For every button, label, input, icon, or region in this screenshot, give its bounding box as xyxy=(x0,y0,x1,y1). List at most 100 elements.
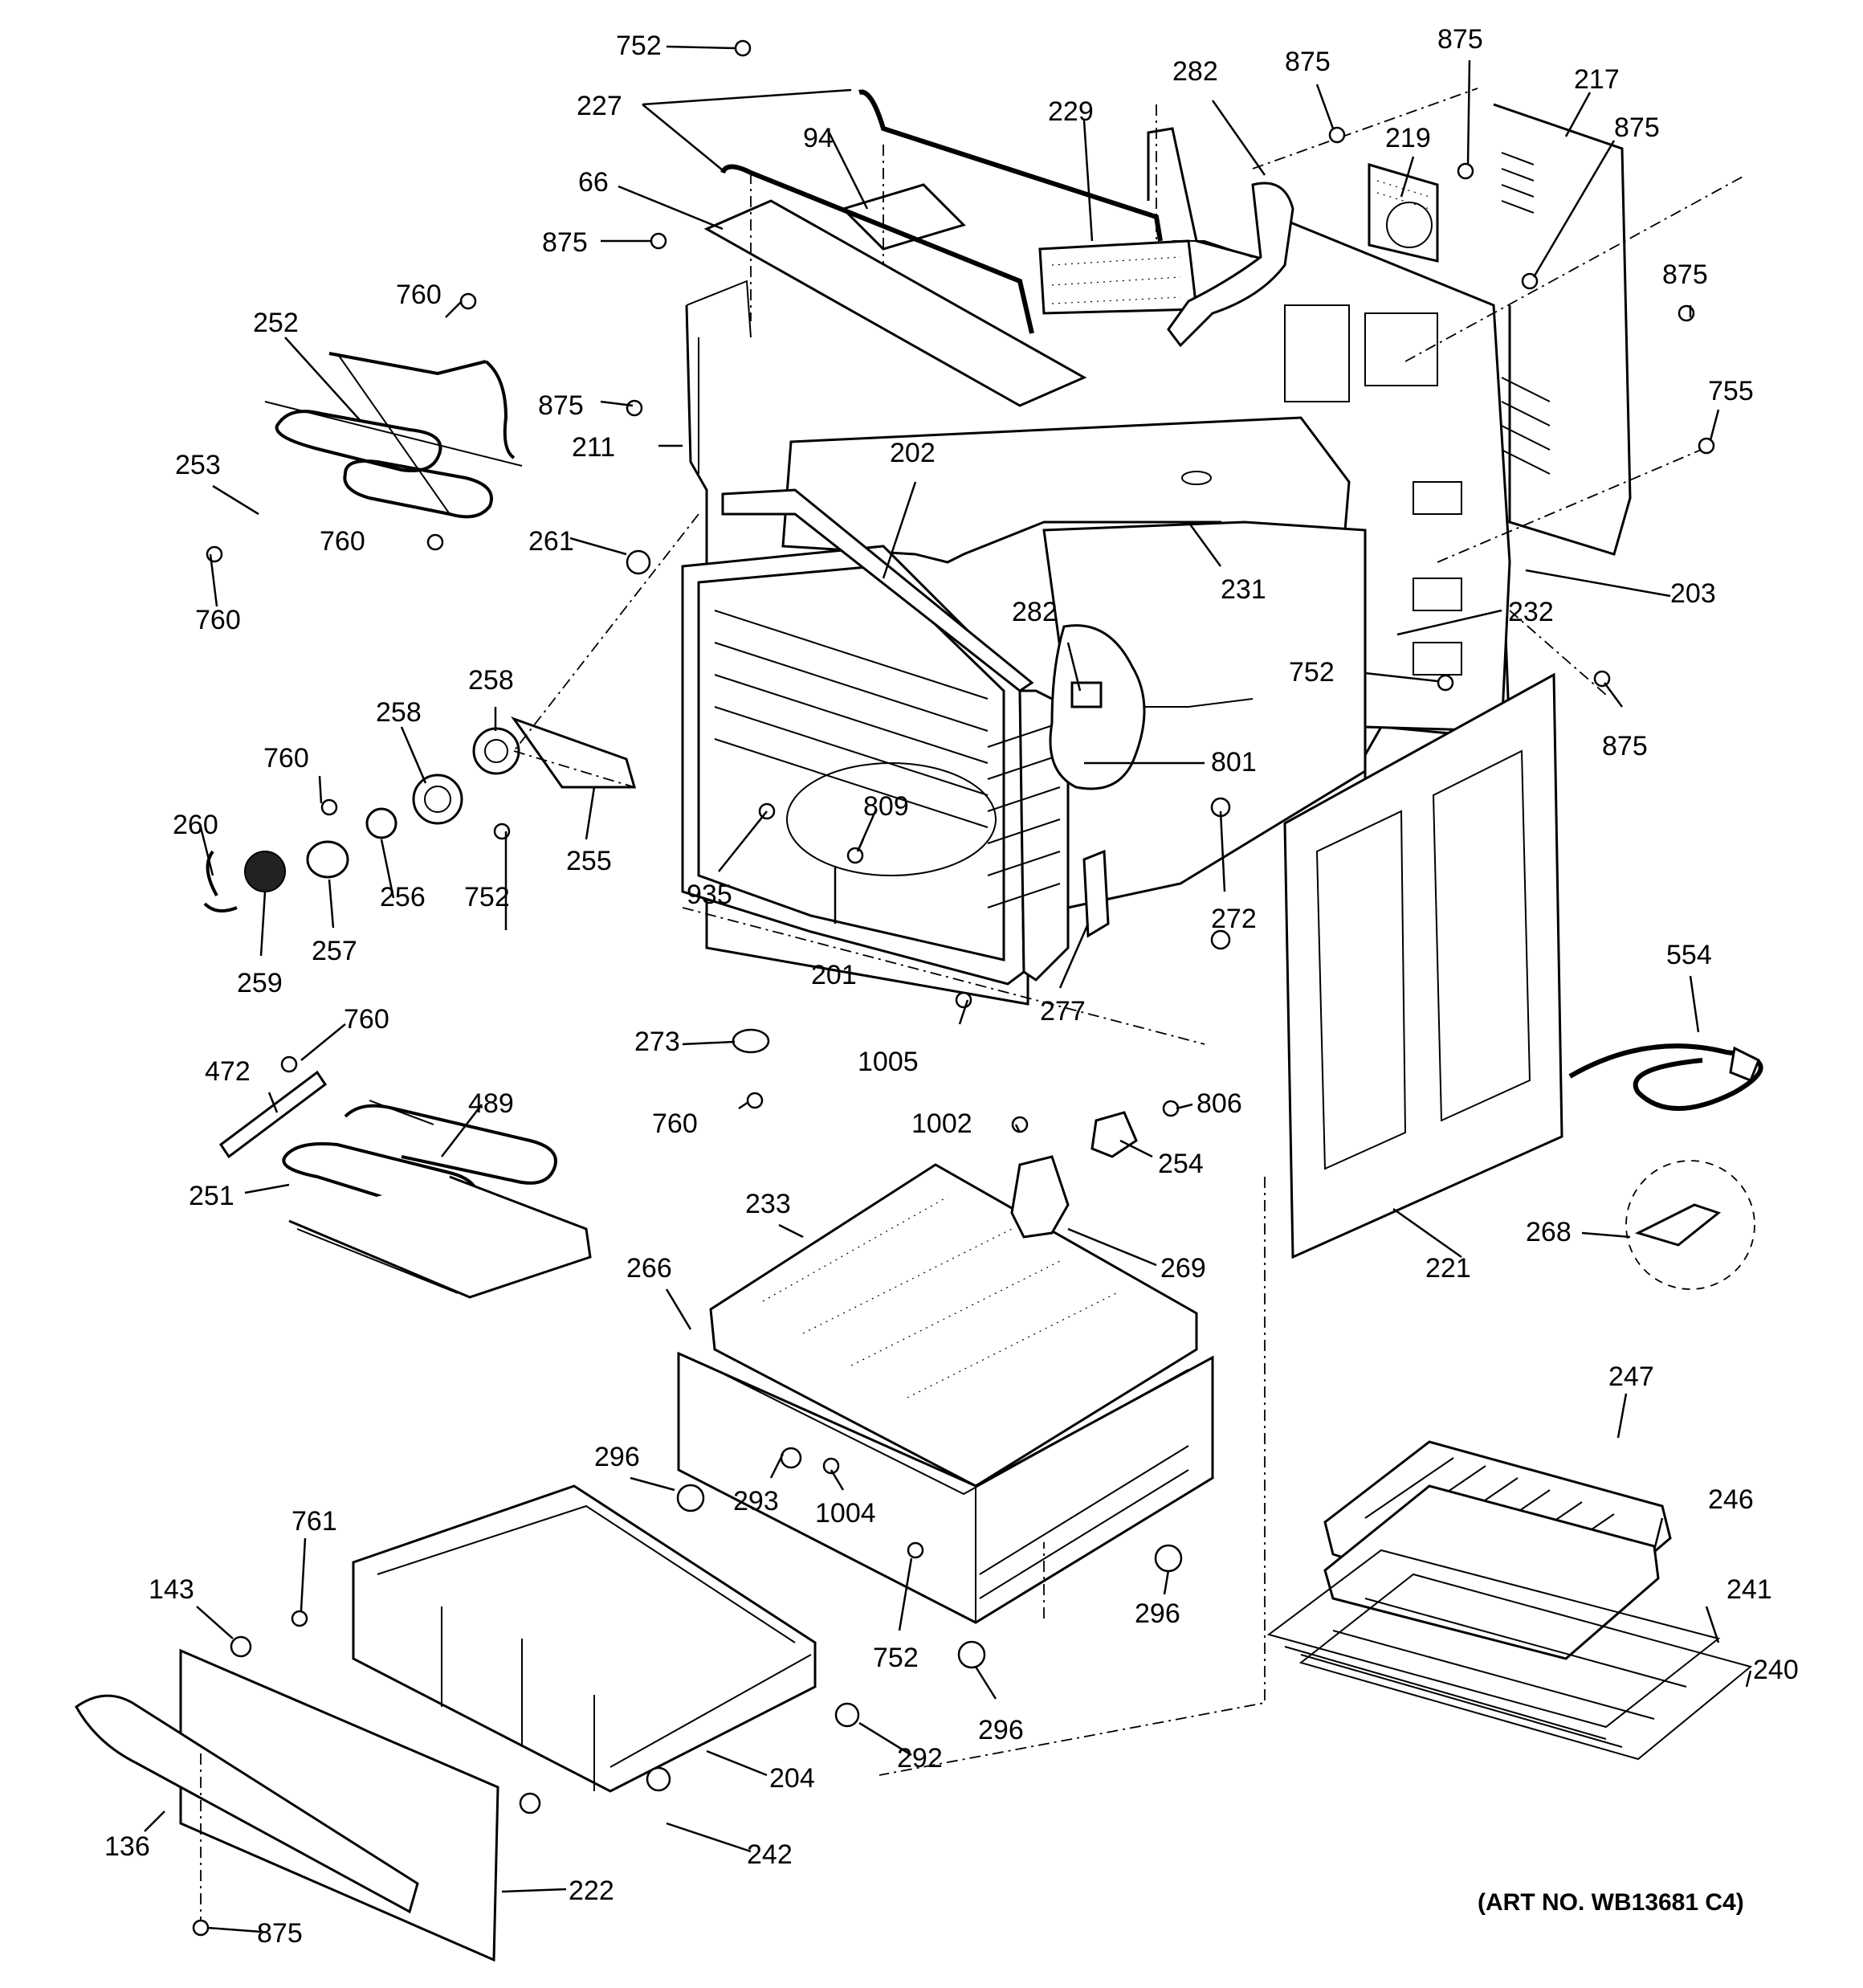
part-label-94: 94 xyxy=(803,123,834,153)
part-label-219: 219 xyxy=(1385,123,1431,153)
part-label-935: 935 xyxy=(687,880,732,910)
part-label-247: 247 xyxy=(1608,1361,1654,1392)
part-label-254: 254 xyxy=(1158,1149,1204,1179)
part-label-261: 261 xyxy=(528,526,574,557)
back-cover xyxy=(1493,103,1632,556)
part-label-272: 272 xyxy=(1211,904,1257,934)
part-label-809: 809 xyxy=(863,791,909,822)
part-label-217: 217 xyxy=(1574,64,1620,95)
part-label-875: 875 xyxy=(1285,47,1331,77)
part-label-242: 242 xyxy=(747,1839,793,1870)
part-label-875: 875 xyxy=(542,227,588,258)
bake-element xyxy=(218,1070,592,1299)
part-label-760: 760 xyxy=(344,1004,389,1035)
part-label-875: 875 xyxy=(1602,731,1648,761)
power-plug xyxy=(1729,1046,1760,1082)
part-label-296: 296 xyxy=(594,1442,640,1472)
part-label-489: 489 xyxy=(468,1088,514,1119)
part-label-277: 277 xyxy=(1040,996,1086,1027)
insulation-blanket-229 xyxy=(1038,239,1198,315)
part-label-292: 292 xyxy=(897,1743,943,1774)
inset-part-268 xyxy=(1634,1203,1722,1247)
part-label-203: 203 xyxy=(1670,578,1716,609)
part-label-761: 761 xyxy=(291,1506,337,1537)
part-label-269: 269 xyxy=(1160,1253,1206,1284)
part-label-760: 760 xyxy=(652,1108,698,1139)
part-label-875: 875 xyxy=(257,1918,303,1949)
part-label-229: 229 xyxy=(1048,96,1094,127)
part-label-232: 232 xyxy=(1508,597,1554,627)
part-label-806: 806 xyxy=(1196,1088,1242,1119)
harness-wire-upper xyxy=(858,89,1163,242)
part-label-202: 202 xyxy=(890,438,936,468)
part-label-255: 255 xyxy=(566,846,612,876)
part-label-204: 204 xyxy=(769,1763,815,1794)
vent-tube-fitting xyxy=(1070,681,1103,708)
part-label-760: 760 xyxy=(320,526,365,557)
part-label-221: 221 xyxy=(1425,1253,1471,1284)
part-label-201: 201 xyxy=(811,960,857,990)
part-label-1002: 1002 xyxy=(911,1108,972,1139)
part-label-253: 253 xyxy=(175,450,221,480)
part-label-296: 296 xyxy=(978,1715,1024,1745)
bottom-insulation-pad xyxy=(709,1163,1198,1488)
art-number: (ART NO. WB13681 C4) xyxy=(1478,1889,1744,1916)
part-label-760: 760 xyxy=(195,605,241,635)
vent-component-219 xyxy=(1368,162,1439,263)
part-label-241: 241 xyxy=(1726,1574,1772,1605)
part-label-1004: 1004 xyxy=(815,1498,876,1529)
part-label-211: 211 xyxy=(572,432,615,463)
part-label-246: 246 xyxy=(1708,1484,1754,1515)
part-label-259: 259 xyxy=(237,968,283,998)
part-label-222: 222 xyxy=(569,1876,614,1906)
part-label-251: 251 xyxy=(189,1181,234,1211)
part-label-282: 282 xyxy=(1012,597,1058,627)
part-label-875: 875 xyxy=(1614,112,1660,143)
part-label-260: 260 xyxy=(173,810,218,840)
part-labels: 752 227 94 66 875 229 282 875 219 875 21… xyxy=(104,24,1799,1949)
light-shield xyxy=(511,716,636,789)
oven-rack-guides xyxy=(987,722,1061,908)
vent-tube-upper xyxy=(1167,182,1294,348)
part-label-273: 273 xyxy=(634,1027,680,1057)
part-label-801: 801 xyxy=(1211,747,1257,778)
terminal-block-254 xyxy=(1090,1111,1138,1158)
part-label-875: 875 xyxy=(1437,24,1483,55)
lamp-assembly xyxy=(203,727,520,912)
part-label-136: 136 xyxy=(104,1831,150,1862)
broiler-pan-and-racks xyxy=(1266,1440,1753,1761)
part-label-143: 143 xyxy=(149,1574,194,1605)
part-label-752: 752 xyxy=(464,882,510,912)
part-label-875: 875 xyxy=(538,390,584,421)
assembly-guide-lines xyxy=(200,88,1743,1928)
part-label-760: 760 xyxy=(396,280,442,310)
broil-element xyxy=(264,352,523,519)
leader-lines xyxy=(144,45,1752,1933)
part-label-266: 266 xyxy=(626,1253,672,1284)
part-label-1005: 1005 xyxy=(858,1047,919,1077)
part-label-240: 240 xyxy=(1753,1655,1799,1685)
part-label-296: 296 xyxy=(1135,1598,1180,1629)
part-label-472: 472 xyxy=(205,1056,251,1087)
side-panel-right xyxy=(1283,672,1563,1259)
bracket-269 xyxy=(1010,1155,1070,1239)
part-label-231: 231 xyxy=(1221,574,1266,605)
part-label-268: 268 xyxy=(1526,1217,1572,1247)
oven-top-duct xyxy=(781,416,1351,580)
part-label-554: 554 xyxy=(1666,940,1712,970)
drawer-frame xyxy=(677,1351,1214,1624)
part-label-227: 227 xyxy=(577,91,622,121)
part-label-752: 752 xyxy=(873,1643,919,1673)
part-label-258: 258 xyxy=(468,665,514,696)
upper-frame-bracket xyxy=(703,183,1087,407)
part-label-256: 256 xyxy=(380,882,426,912)
part-label-760: 760 xyxy=(263,743,309,774)
oven-cavity xyxy=(681,488,1034,986)
storage-drawer xyxy=(352,1484,817,1793)
part-label-282: 282 xyxy=(1172,56,1218,87)
part-label-875: 875 xyxy=(1662,259,1708,290)
part-label-752: 752 xyxy=(616,31,662,61)
part-label-252: 252 xyxy=(253,308,299,338)
part-label-66: 66 xyxy=(578,167,609,198)
